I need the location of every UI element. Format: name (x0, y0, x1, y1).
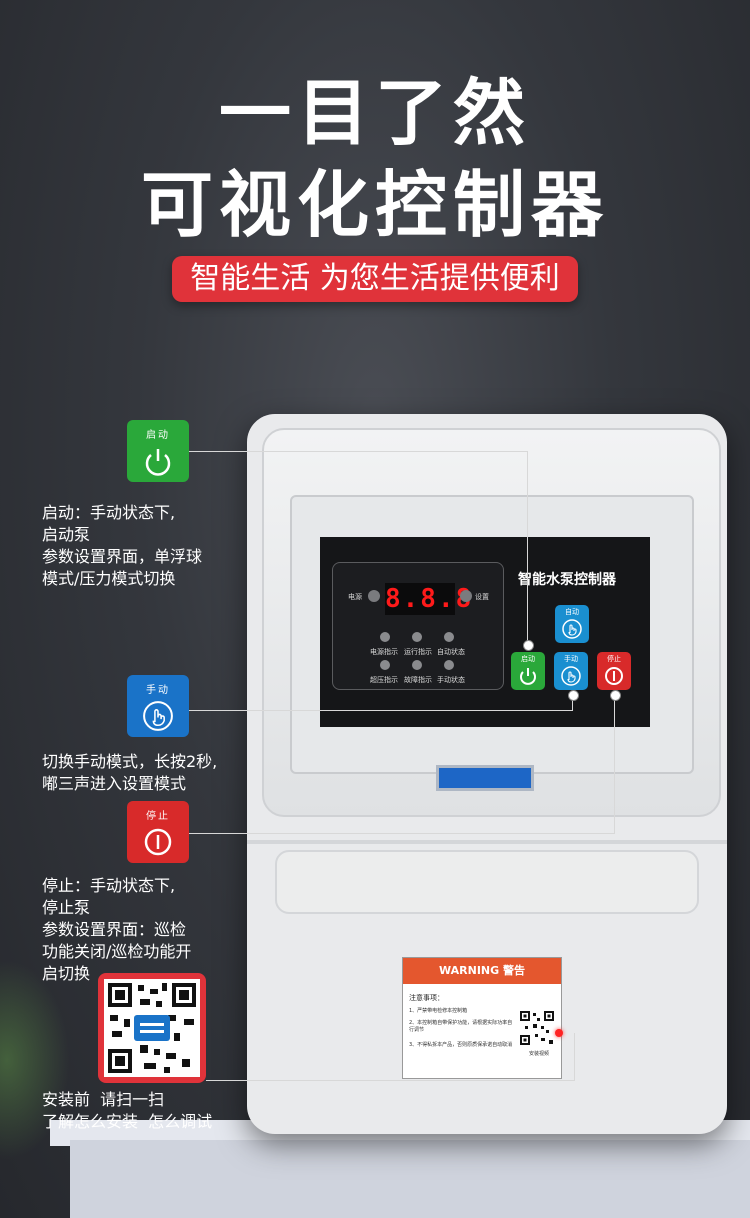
indicator-label: 故障指示 (404, 676, 432, 684)
callout-line: 启切换 (42, 964, 91, 983)
power-icon (145, 449, 171, 476)
hand-icon (143, 701, 173, 731)
callout-line: 切换手动模式，长按2秒, (42, 752, 218, 771)
pedestal (70, 1140, 750, 1218)
start-callout-label: 启动 (146, 430, 170, 441)
manual-callout-box: 手动 (127, 675, 189, 737)
indicator-led (444, 632, 454, 642)
stop-button-label: 停止 (607, 655, 621, 663)
callout-line: 停止：手动状态下, (42, 876, 176, 895)
tagline-banner: 智能生活 为您生活提供便利 (172, 256, 578, 302)
warning-line: 2、本控制箱自带保护功能，请根据实际功率自行调节 (409, 1020, 513, 1033)
warning-line: 3、不得私拆本产品，否则原质保承诺自动取消 (409, 1042, 513, 1048)
warning-note-title: 注意事项： (409, 994, 444, 1002)
indicator-label: 运行指示 (404, 648, 432, 656)
callout-line: 启动泵 (42, 525, 91, 544)
set-led (460, 590, 472, 602)
stop-button[interactable]: 停止 (597, 652, 631, 690)
manual-callout-text: 切换手动模式，长按2秒, 嘟三声进入设置模式 (42, 751, 217, 795)
start-callout-line (189, 451, 527, 452)
callout-line: 启动：手动状态下, (42, 503, 176, 522)
stop-callout-anchor (610, 690, 621, 701)
status-window (436, 765, 534, 791)
callout-line: 安装前 请扫一扫 (42, 1090, 165, 1109)
power-led (368, 590, 380, 602)
start-callout-line (527, 451, 528, 646)
power-icon (520, 668, 536, 685)
callout-line: 功能关闭/巡检功能开 (42, 942, 192, 961)
hand-icon (561, 666, 581, 686)
indicator-led (380, 632, 390, 642)
hero-title-line2: 可视化控制器 (140, 163, 609, 247)
hand-icon (562, 619, 582, 639)
stop-icon (605, 667, 623, 685)
stop-icon (144, 828, 172, 856)
indicator-label: 电源指示 (370, 648, 398, 656)
start-button-label: 启动 (521, 655, 535, 663)
indicator-led (412, 660, 422, 670)
indicator-led (412, 632, 422, 642)
indicator-label: 手动状态 (437, 676, 465, 684)
sticker-qr-caption: 安装视频 (528, 1051, 549, 1057)
cover-divider (247, 840, 727, 844)
manual-button-label: 手动 (564, 655, 578, 663)
callout-line: 参数设置界面，单浮球 (42, 547, 203, 566)
stop-callout-label: 停止 (146, 811, 170, 822)
hero-title-line1: 一目了然 (218, 71, 531, 155)
warning-sticker: WARNING 警告 注意事项： 1、严禁带电检修本控制箱 2、本控制箱自带保护… (402, 957, 562, 1079)
seven-segment-display: 8.8.8 (385, 583, 474, 615)
sticker-qr-code (519, 1010, 555, 1046)
sticker-anchor-dot (555, 1029, 563, 1037)
start-button[interactable]: 启动 (511, 652, 545, 690)
display-module (332, 562, 504, 690)
start-callout-text: 启动：手动状态下, 启动泵参数设置界面，单浮球模式/压力模式切换 (42, 502, 202, 590)
manual-callout-line (572, 694, 573, 711)
stop-callout-line (614, 696, 615, 834)
lower-cover-lip (275, 850, 699, 914)
warning-line: 1、严禁带电检修本控制箱 (409, 1008, 468, 1014)
manual-button[interactable]: 手动 (554, 652, 588, 690)
callout-line: 嘟三声进入设置模式 (42, 774, 187, 793)
callout-line: 了解怎么安装 怎么调试 (42, 1112, 213, 1131)
indicator-led (380, 660, 390, 670)
qr-callout-line (206, 1080, 574, 1081)
start-callout-box: 启动 (127, 420, 189, 482)
stop-callout-box: 停止 (127, 801, 189, 863)
qr-callout-line (574, 1033, 575, 1081)
set-led-label: 设置 (475, 593, 489, 601)
start-callout-anchor (523, 640, 534, 651)
stop-callout-line (189, 833, 614, 834)
power-led-label: 电源 (348, 593, 362, 601)
device-brand-label: 智能水泵控制器 (518, 572, 616, 588)
indicator-led (444, 660, 454, 670)
indicator-label: 自动状态 (437, 648, 465, 656)
auto-button-label: 自动 (565, 608, 579, 616)
warning-header: WARNING 警告 (403, 958, 561, 984)
auto-button[interactable]: 自动 (555, 605, 589, 643)
qr-callout-text: 安装前 请扫一扫了解怎么安装 怎么调试 (42, 1089, 212, 1133)
manual-callout-anchor (568, 690, 579, 701)
callout-line: 参数设置界面：巡检 (42, 920, 187, 939)
manual-callout-label: 手动 (146, 685, 170, 696)
indicator-label: 超压指示 (370, 676, 398, 684)
install-qr-code (104, 979, 200, 1077)
manual-callout-line (189, 710, 572, 711)
callout-line: 模式/压力模式切换 (42, 569, 176, 588)
callout-line: 停止泵 (42, 898, 91, 917)
stop-callout-text: 停止：手动状态下, 停止泵参数设置界面：巡检功能关闭/巡检功能开启切换 (42, 875, 191, 985)
